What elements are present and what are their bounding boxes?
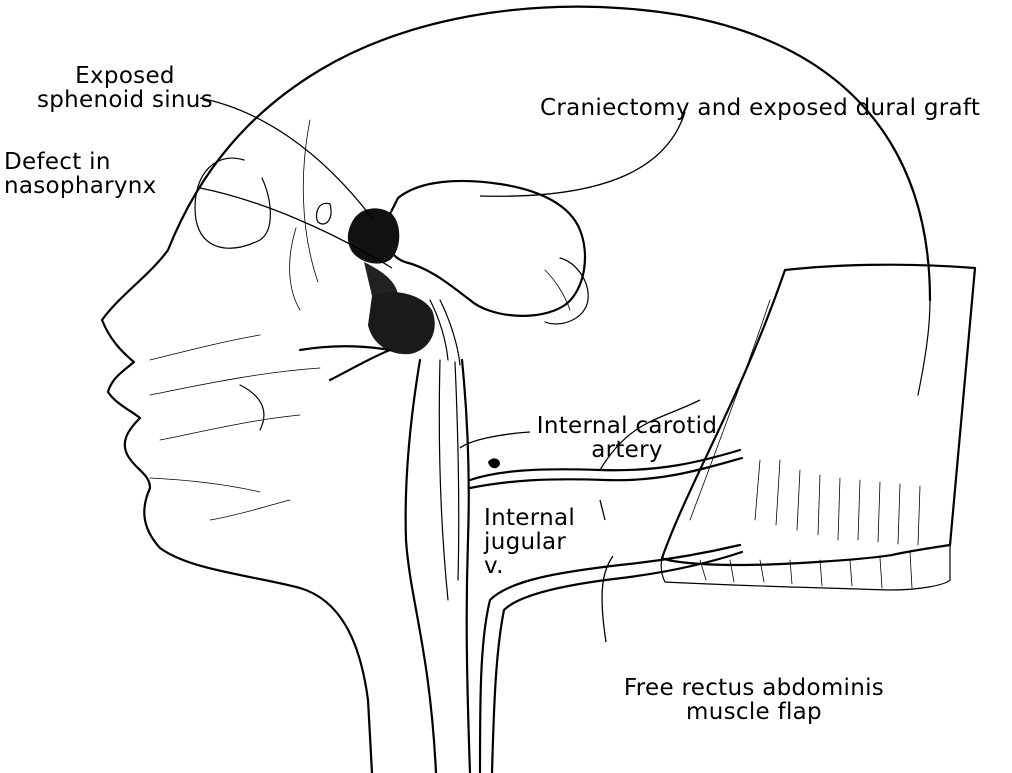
nasopharynx-region	[240, 292, 460, 430]
leader-lines	[200, 98, 700, 642]
label-internal-jugular-v: Internal jugular v.	[484, 506, 575, 578]
label-free-rectus-flap: Free rectus abdominis muscle flap	[606, 676, 902, 724]
face-details	[150, 120, 331, 520]
label-sphenoid-sinus: Exposed sphenoid sinus	[36, 64, 214, 112]
label-internal-carotid-artery: Internal carotid artery	[526, 414, 728, 462]
sphenoid-sinus	[348, 208, 399, 302]
head-outline	[102, 7, 930, 773]
label-craniectomy: Craniectomy and exposed dural graft	[540, 96, 980, 120]
label-defect-nasopharynx: Defect in nasopharynx	[4, 150, 157, 198]
